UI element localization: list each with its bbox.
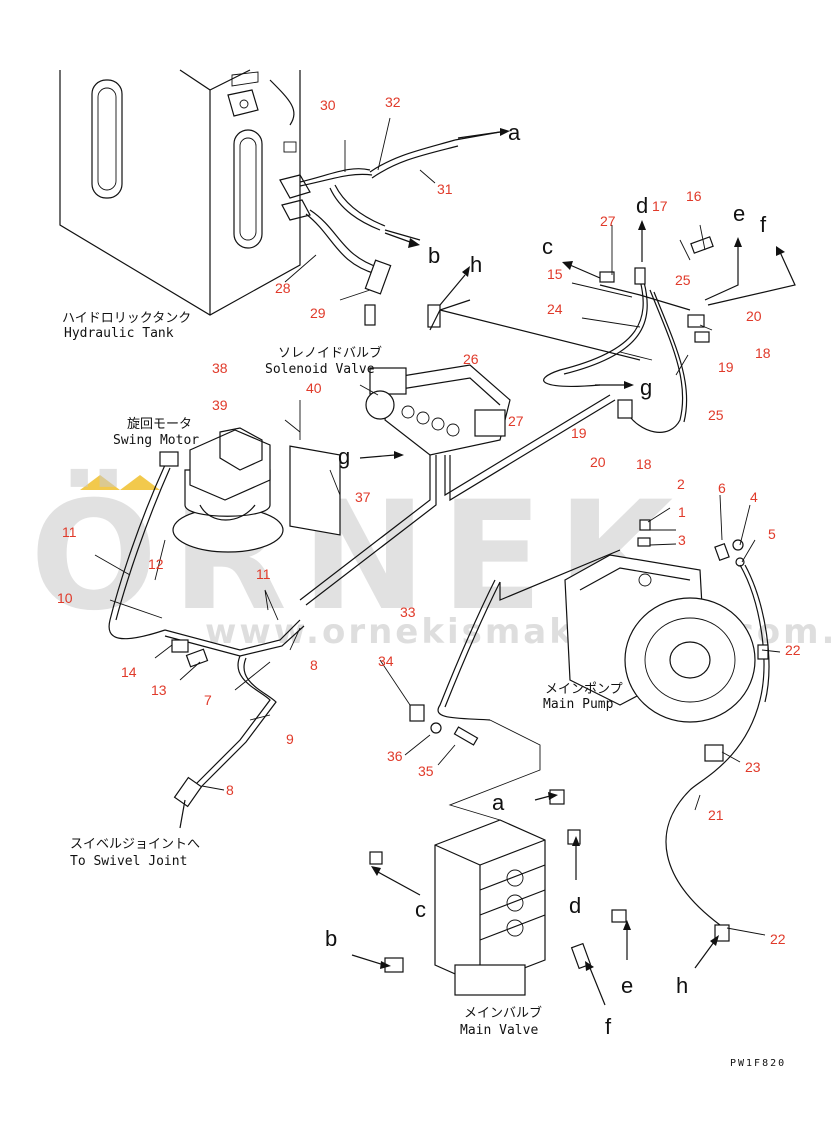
part-number: 32 <box>385 94 401 110</box>
hoses-top <box>299 131 501 328</box>
part-number: 24 <box>547 301 563 317</box>
arrows <box>179 128 796 1006</box>
port-letter: e <box>733 201 745 226</box>
label-solenoid-valve-jp: ソレノイドバルブ <box>278 345 382 361</box>
part-number: 31 <box>437 181 453 197</box>
tank-sight-window-left <box>91 79 123 199</box>
part-number: 18 <box>636 456 652 472</box>
hoses-right <box>543 236 714 433</box>
part-number: 21 <box>708 807 724 823</box>
label-main-valve-en: Main Valve <box>460 1023 538 1038</box>
port-letter: h <box>676 973 688 998</box>
label-hydraulic-tank-jp: ハイドロリックタンク <box>62 311 191 326</box>
solenoid-valve <box>299 299 641 606</box>
swing-motor <box>172 427 341 553</box>
watermark-accent-right <box>120 475 160 490</box>
label-swivel-joint-jp: スイベルジョイントへ <box>70 837 200 852</box>
port-letter: a <box>508 120 521 145</box>
label-main-pump-en: Main Pump <box>543 697 614 712</box>
part-number: 3 <box>678 532 686 548</box>
port-letter: d <box>636 193 648 218</box>
part-number: 9 <box>286 731 294 747</box>
part-number: 37 <box>355 489 371 505</box>
drawing-code: PW1F820 <box>730 1058 786 1069</box>
part-number: 14 <box>121 664 137 680</box>
part-number: 16 <box>686 188 702 204</box>
part-number: 5 <box>768 526 776 542</box>
hose-33 <box>409 549 621 821</box>
part-number: 28 <box>275 280 291 296</box>
port-letter: e <box>621 973 633 998</box>
part-number: 25 <box>708 407 724 423</box>
part-number: 13 <box>151 682 167 698</box>
label-main-valve-jp: メインバルブ <box>464 1005 542 1021</box>
part-number: 36 <box>387 748 403 764</box>
port-letter: b <box>325 926 337 951</box>
part-number: 8 <box>310 657 318 673</box>
label-solenoid-valve-en: Solenoid Valve <box>265 362 375 377</box>
part-number: 38 <box>212 360 228 376</box>
part-number: 15 <box>547 266 563 282</box>
part-numbers: 30 32 31 28 29 27 17 16 15 25 24 20 18 1… <box>57 94 801 947</box>
part-number: 11 <box>256 566 271 582</box>
part-number: 25 <box>675 272 691 288</box>
watermark: ÖRNEK www.ornekismakinalari.com.tr <box>30 468 835 652</box>
part-number: 12 <box>148 556 164 572</box>
part-number: 20 <box>590 454 606 470</box>
watermark-accent-left <box>80 475 120 490</box>
part-number: 1 <box>678 504 686 520</box>
part-number: 22 <box>785 642 801 658</box>
part-number: 33 <box>400 604 416 620</box>
hydraulic-tank <box>59 69 311 316</box>
label-swing-motor-jp: 旋回モータ <box>127 417 192 432</box>
port-letter: f <box>605 1014 612 1039</box>
part-number: 23 <box>745 759 761 775</box>
part-number: 30 <box>320 97 336 113</box>
part-number: 27 <box>600 213 616 229</box>
part-number: 4 <box>750 489 758 505</box>
part-number: 11 <box>62 524 77 540</box>
port-letters: a b h c d e f g g a c d b e f h <box>325 120 767 1039</box>
part-number: 22 <box>770 931 786 947</box>
part-number: 27 <box>508 413 524 429</box>
part-number: 40 <box>306 380 322 396</box>
part-number: 39 <box>212 397 228 413</box>
tank-sight-window-right <box>233 129 263 249</box>
port-letter: g <box>338 444 350 469</box>
part-number: 20 <box>746 308 762 324</box>
main-valve <box>369 789 627 996</box>
part-number: 18 <box>755 345 771 361</box>
port-letter: b <box>428 243 440 268</box>
label-swing-motor-en: Swing Motor <box>113 433 199 448</box>
part-number: 8 <box>226 782 234 798</box>
leader-lines <box>94 117 781 936</box>
part-number: 19 <box>571 425 587 441</box>
hoses-left <box>108 451 305 808</box>
port-letter: a <box>492 790 505 815</box>
part-number: 26 <box>463 351 479 367</box>
component-labels: ハイドロリックタンク Hydraulic Tank ソレノイドバルブ Solen… <box>62 311 786 1069</box>
part-number: 29 <box>310 305 326 321</box>
part-number: 2 <box>677 476 685 492</box>
port-letter: f <box>760 212 767 237</box>
watermark-brand: ÖRNEK <box>30 468 687 644</box>
part-number: 10 <box>57 590 73 606</box>
part-number: 7 <box>204 692 212 708</box>
port-letter: h <box>470 252 482 277</box>
part-number: 17 <box>652 198 668 214</box>
port-letter: d <box>569 893 581 918</box>
port-letter: c <box>542 234 553 259</box>
part-number: 35 <box>418 763 434 779</box>
port-letter: c <box>415 897 426 922</box>
port-letter: g <box>640 375 652 400</box>
main-pump <box>564 519 770 942</box>
part-number: 19 <box>718 359 734 375</box>
part-number: 6 <box>718 480 726 496</box>
part-number: 34 <box>378 653 394 669</box>
label-main-pump-jp: メインポンプ <box>545 682 623 697</box>
label-hydraulic-tank-en: Hydraulic Tank <box>64 326 174 341</box>
label-swivel-joint-en: To Swivel Joint <box>70 854 187 869</box>
